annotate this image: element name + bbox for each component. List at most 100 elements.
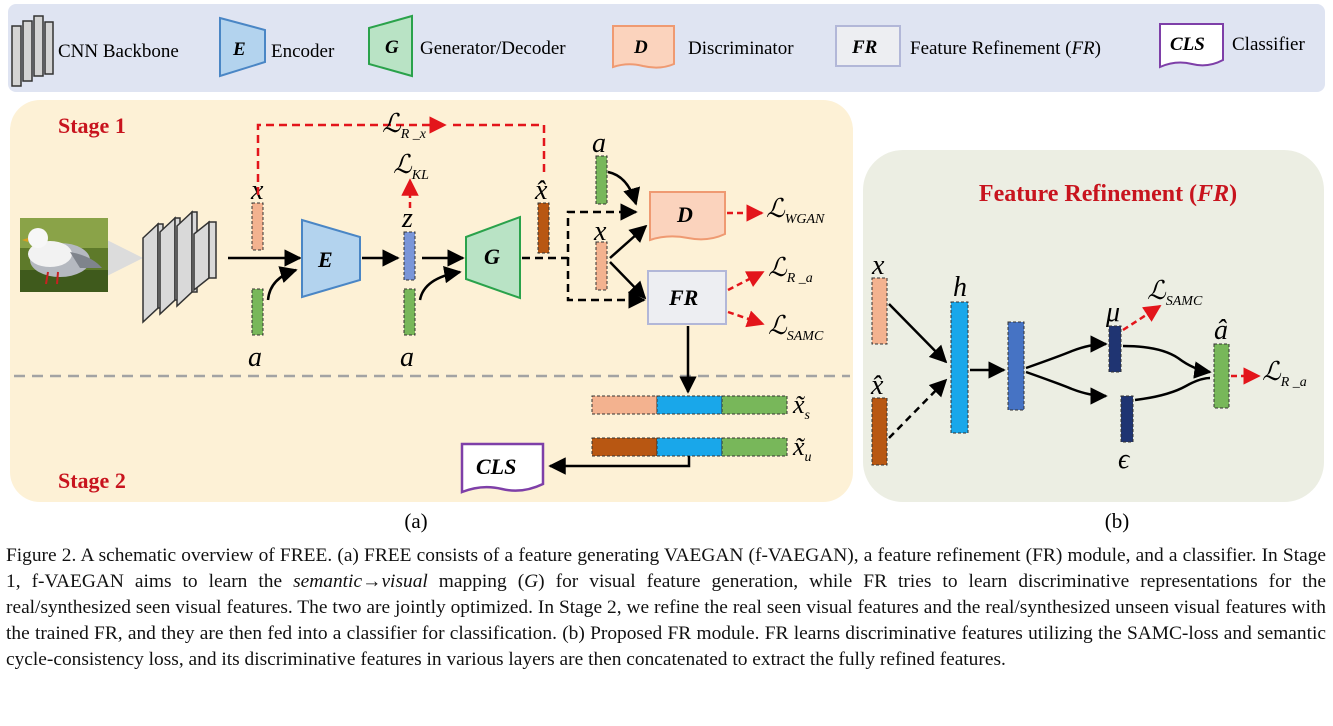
fr-var-eps-label: ϵ	[1118, 444, 1131, 475]
x-feature-bar-disc	[595, 241, 608, 291]
encoder-block	[301, 218, 361, 299]
z-feature-bar	[403, 231, 416, 281]
loss-ra-L: ℒ	[768, 253, 788, 282]
a-to-generator-arrow	[418, 265, 462, 301]
legend-cnn-label: CNN Backbone	[58, 41, 179, 62]
legend-classifier-label: Classifier	[1232, 34, 1305, 55]
fr-var-xhat-label: x̂	[870, 370, 884, 401]
x-to-fr-arrow	[609, 261, 647, 300]
caption-arrow: →	[362, 571, 382, 592]
discriminator-icon	[612, 25, 675, 69]
caption-part2: mapping (	[427, 571, 525, 592]
stage1-label: Stage 1	[58, 113, 126, 138]
loss-ra-sub: R _a	[786, 271, 813, 286]
var-x-disc-label: x	[593, 216, 607, 247]
var-a-encoder-label: a	[248, 342, 262, 373]
fr-title-prefix: Feature Refinement (	[979, 181, 1197, 207]
fr-ahat-bar	[1213, 343, 1230, 409]
legend-generator-symbol: G	[385, 37, 399, 58]
fr-panel-background	[863, 150, 1324, 502]
loss-samc-label: ℒSAMC	[768, 311, 824, 344]
caption-part1: A schematic overview of FREE. (a) FREE c…	[6, 545, 1326, 592]
legend-encoder-symbol: E	[232, 39, 246, 60]
a-to-encoder-arrow	[266, 266, 298, 301]
a-to-disc-arrow	[607, 170, 641, 206]
fr-hidden-to-mu-path	[1025, 335, 1108, 370]
figure-2-diagram: CNN Backbone E Encoder G Generator/Decod…	[8, 4, 1325, 533]
generator-block	[465, 215, 521, 300]
xhat-reconstruction-link	[452, 123, 546, 172]
stage2-label: Stage 2	[58, 468, 126, 493]
fr-loss-samc-L: ℒ	[1147, 276, 1167, 305]
fr-var-h-label: h	[953, 272, 967, 303]
legend-fr-italic: FR	[1070, 38, 1095, 59]
panel-a-label: (a)	[404, 509, 427, 533]
legend-cls-symbol: CLS	[1170, 34, 1205, 55]
x-feature-bar	[251, 202, 264, 251]
fr-loss-samc-sub: SAMC	[1166, 294, 1203, 309]
loss-rx-sub: R _x	[400, 127, 427, 142]
loss-rx-L: ℒ	[382, 109, 402, 138]
loss-rx-label: ℒR _x	[382, 109, 427, 142]
fr-var-ahat-label: â	[1214, 315, 1228, 346]
samc-loss-arrow	[727, 310, 765, 328]
legend-fr-suffix: )	[1095, 38, 1101, 59]
fr-icon	[835, 25, 901, 67]
caption-italic-semantic: semantic	[293, 571, 363, 592]
fr-loss-ra-sub: R _a	[1280, 375, 1307, 390]
features-to-cls-arrow	[548, 456, 691, 475]
discriminator-block	[649, 191, 726, 242]
figure-caption: Figure 2. A schematic overview of FREE. …	[6, 543, 1326, 673]
var-xhat-label: x̂	[534, 175, 548, 206]
a-feature-bar-generator	[403, 288, 416, 336]
generator-symbol: G	[484, 244, 500, 269]
panel-b: Feature Refinement (FR) x x̂ h μ ϵ ℒSAMC…	[863, 150, 1324, 533]
legend-fr-prefix: Feature Refinement (	[910, 38, 1071, 59]
fr-h-layer	[950, 301, 969, 434]
fr-xhat-to-h-arrow	[888, 378, 948, 439]
loss-samc-sub: SAMC	[787, 329, 824, 344]
caption-part3: ) for visual feature generation, while F…	[6, 571, 1326, 670]
loss-kl-sub: KL	[411, 168, 429, 183]
caption-fig-label: Figure 2.	[6, 545, 77, 566]
classifier-block	[460, 442, 545, 494]
cnn-backbone	[142, 210, 217, 324]
ra-loss-arrow	[727, 270, 765, 292]
fr-xhat-feature-bar	[871, 397, 888, 466]
fr-panel-title: Feature Refinement (FR)	[979, 181, 1237, 207]
unseen-feature-concat	[591, 437, 788, 457]
fr-eps-bar	[1120, 395, 1134, 443]
xs-symbol: x̃	[792, 390, 806, 419]
fr-block	[647, 270, 727, 325]
fr-eps-to-ahat-path	[1134, 376, 1211, 402]
loss-kl-L: ℒ	[393, 150, 413, 179]
xu-symbol: x̃	[792, 432, 806, 461]
fr-title-italic: FR	[1196, 181, 1229, 207]
fr-loss-ra-L: ℒ	[1262, 357, 1282, 386]
fr-title-suffix: )	[1229, 181, 1237, 207]
caption-italic-visual: visual	[381, 571, 428, 592]
legend-encoder-label: Encoder	[271, 41, 335, 62]
loss-wgan-sub: WGAN	[785, 212, 825, 227]
x-to-disc-arrow	[609, 224, 648, 259]
fr-x-to-h-arrow	[888, 303, 948, 364]
a-feature-bar-encoder	[251, 288, 264, 336]
var-a-generator-label: a	[400, 342, 414, 373]
fr-x-feature-bar	[871, 277, 888, 345]
generator-icon	[368, 14, 413, 78]
x-reconstruction-link	[256, 116, 447, 195]
xs-sub: s	[805, 408, 811, 423]
cnn-backbone-icon	[11, 15, 54, 87]
discriminator-symbol: D	[676, 202, 693, 227]
fr-var-mu-label: μ	[1105, 297, 1120, 328]
caption-text: Figure 2. A schematic overview of FREE. …	[6, 543, 1326, 673]
xs-label: x̃s	[792, 390, 811, 423]
xu-sub: u	[805, 450, 812, 465]
loss-wgan-L: ℒ	[766, 194, 786, 223]
xu-label: x̃u	[792, 432, 812, 465]
encoder-symbol: E	[317, 247, 333, 272]
var-z-label: z	[401, 203, 413, 234]
fr-hidden-to-eps-path	[1025, 370, 1108, 405]
legend-discriminator-symbol: D	[633, 37, 648, 58]
fr-loss-ra-label: ℒR _a	[1262, 357, 1307, 390]
